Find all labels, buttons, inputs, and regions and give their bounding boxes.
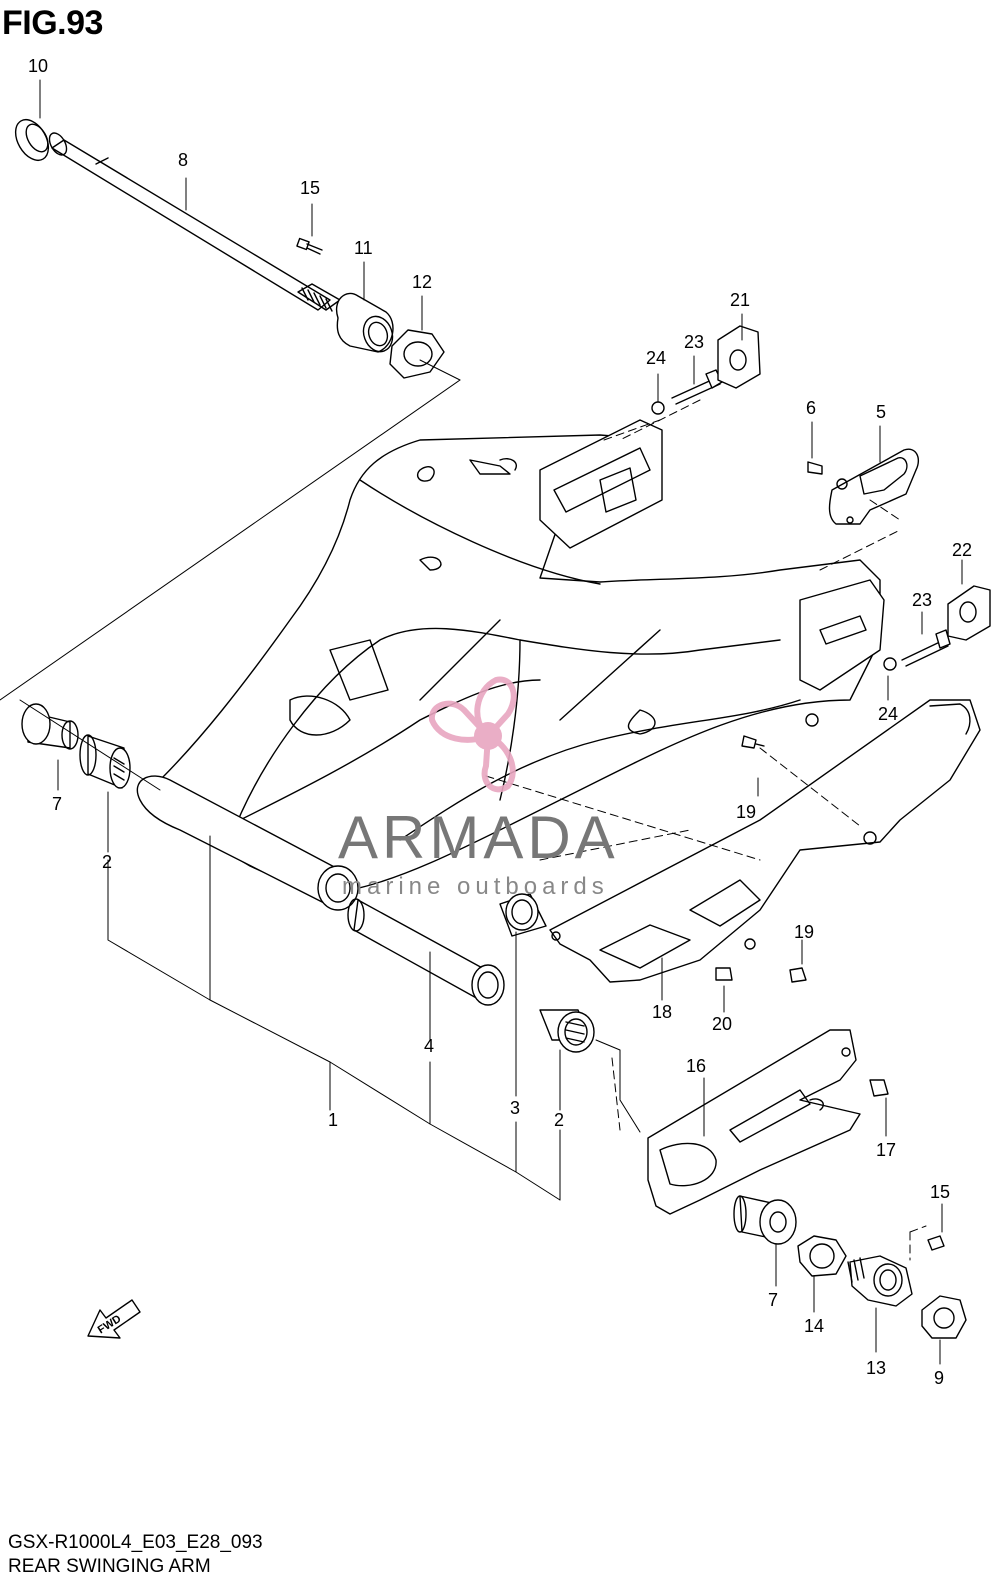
chain-guide-block xyxy=(539,419,663,549)
callout-13: 13 xyxy=(866,1358,886,1378)
callout-15-top: 15 xyxy=(300,178,320,198)
callout-7-right: 7 xyxy=(768,1290,778,1310)
fwd-arrow-icon xyxy=(87,1299,141,1339)
watermark-logo-icon xyxy=(428,676,517,793)
spacer-part xyxy=(347,898,505,1006)
lock-nut-part xyxy=(389,329,445,379)
axle-block-part xyxy=(717,325,991,641)
bushing-part xyxy=(21,703,79,750)
adjuster-part xyxy=(847,1255,913,1307)
callout-17: 17 xyxy=(876,1140,896,1160)
callout-5: 5 xyxy=(876,402,886,422)
adjuster-part xyxy=(335,292,394,353)
chain-case-part xyxy=(549,699,981,983)
callout-16: 16 xyxy=(686,1056,706,1076)
callout-20: 20 xyxy=(712,1014,732,1034)
callout-19-left: 19 xyxy=(736,802,756,822)
callout-15-bottom: 15 xyxy=(930,1182,950,1202)
axle-slot-right xyxy=(799,579,885,727)
callout-7-left: 7 xyxy=(52,794,62,814)
guard-plate-part xyxy=(828,448,920,525)
callout-2-right: 2 xyxy=(554,1110,564,1130)
callout-10: 10 xyxy=(28,56,48,76)
watermark-tagline: marine outboards xyxy=(342,873,609,900)
figure-title: FIG.93 xyxy=(2,4,103,42)
figure-code: GSX-R1000L4_E03_E28_093 xyxy=(8,1532,263,1553)
callout-9: 9 xyxy=(934,1368,944,1388)
callout-18: 18 xyxy=(652,1002,672,1022)
callout-21: 21 xyxy=(730,290,750,310)
callout-23-right: 23 xyxy=(912,590,932,610)
callout-14: 14 xyxy=(804,1316,824,1336)
callout-11: 11 xyxy=(354,238,373,258)
washer-part xyxy=(14,119,50,161)
callout-22: 22 xyxy=(952,540,972,560)
callout-3: 3 xyxy=(510,1098,520,1118)
callout-labels: 10 8 15 11 12 21 24 23 6 5 22 23 24 7 2 … xyxy=(28,56,972,1388)
watermark-brand: ARMADA xyxy=(338,804,619,871)
callout-6: 6 xyxy=(806,398,816,418)
chain-guide-part xyxy=(647,1029,861,1215)
pivot-shaft-part xyxy=(48,132,341,312)
leader-lines xyxy=(0,79,963,1365)
callout-19-right: 19 xyxy=(794,922,814,942)
bushing-part xyxy=(733,1195,797,1245)
screw-part xyxy=(296,237,323,255)
callout-8: 8 xyxy=(178,150,188,170)
callout-24-top: 24 xyxy=(646,348,666,368)
swingarm-body-part xyxy=(159,434,881,891)
callout-1: 1 xyxy=(328,1110,338,1130)
needle-bearing-part xyxy=(499,893,547,937)
bolt-part xyxy=(651,369,951,1251)
lock-nut-part xyxy=(797,1235,847,1277)
callout-23-top: 23 xyxy=(684,332,704,352)
callout-24-right: 24 xyxy=(878,704,898,724)
callout-2-left: 2 xyxy=(102,852,112,872)
needle-bearing-part xyxy=(539,1009,595,1053)
callout-4: 4 xyxy=(424,1036,434,1056)
pivot-tube-part xyxy=(136,775,359,911)
figure-name: REAR SWINGING ARM xyxy=(8,1556,211,1577)
axle-nut-part xyxy=(921,1295,967,1339)
callout-12: 12 xyxy=(412,272,432,292)
